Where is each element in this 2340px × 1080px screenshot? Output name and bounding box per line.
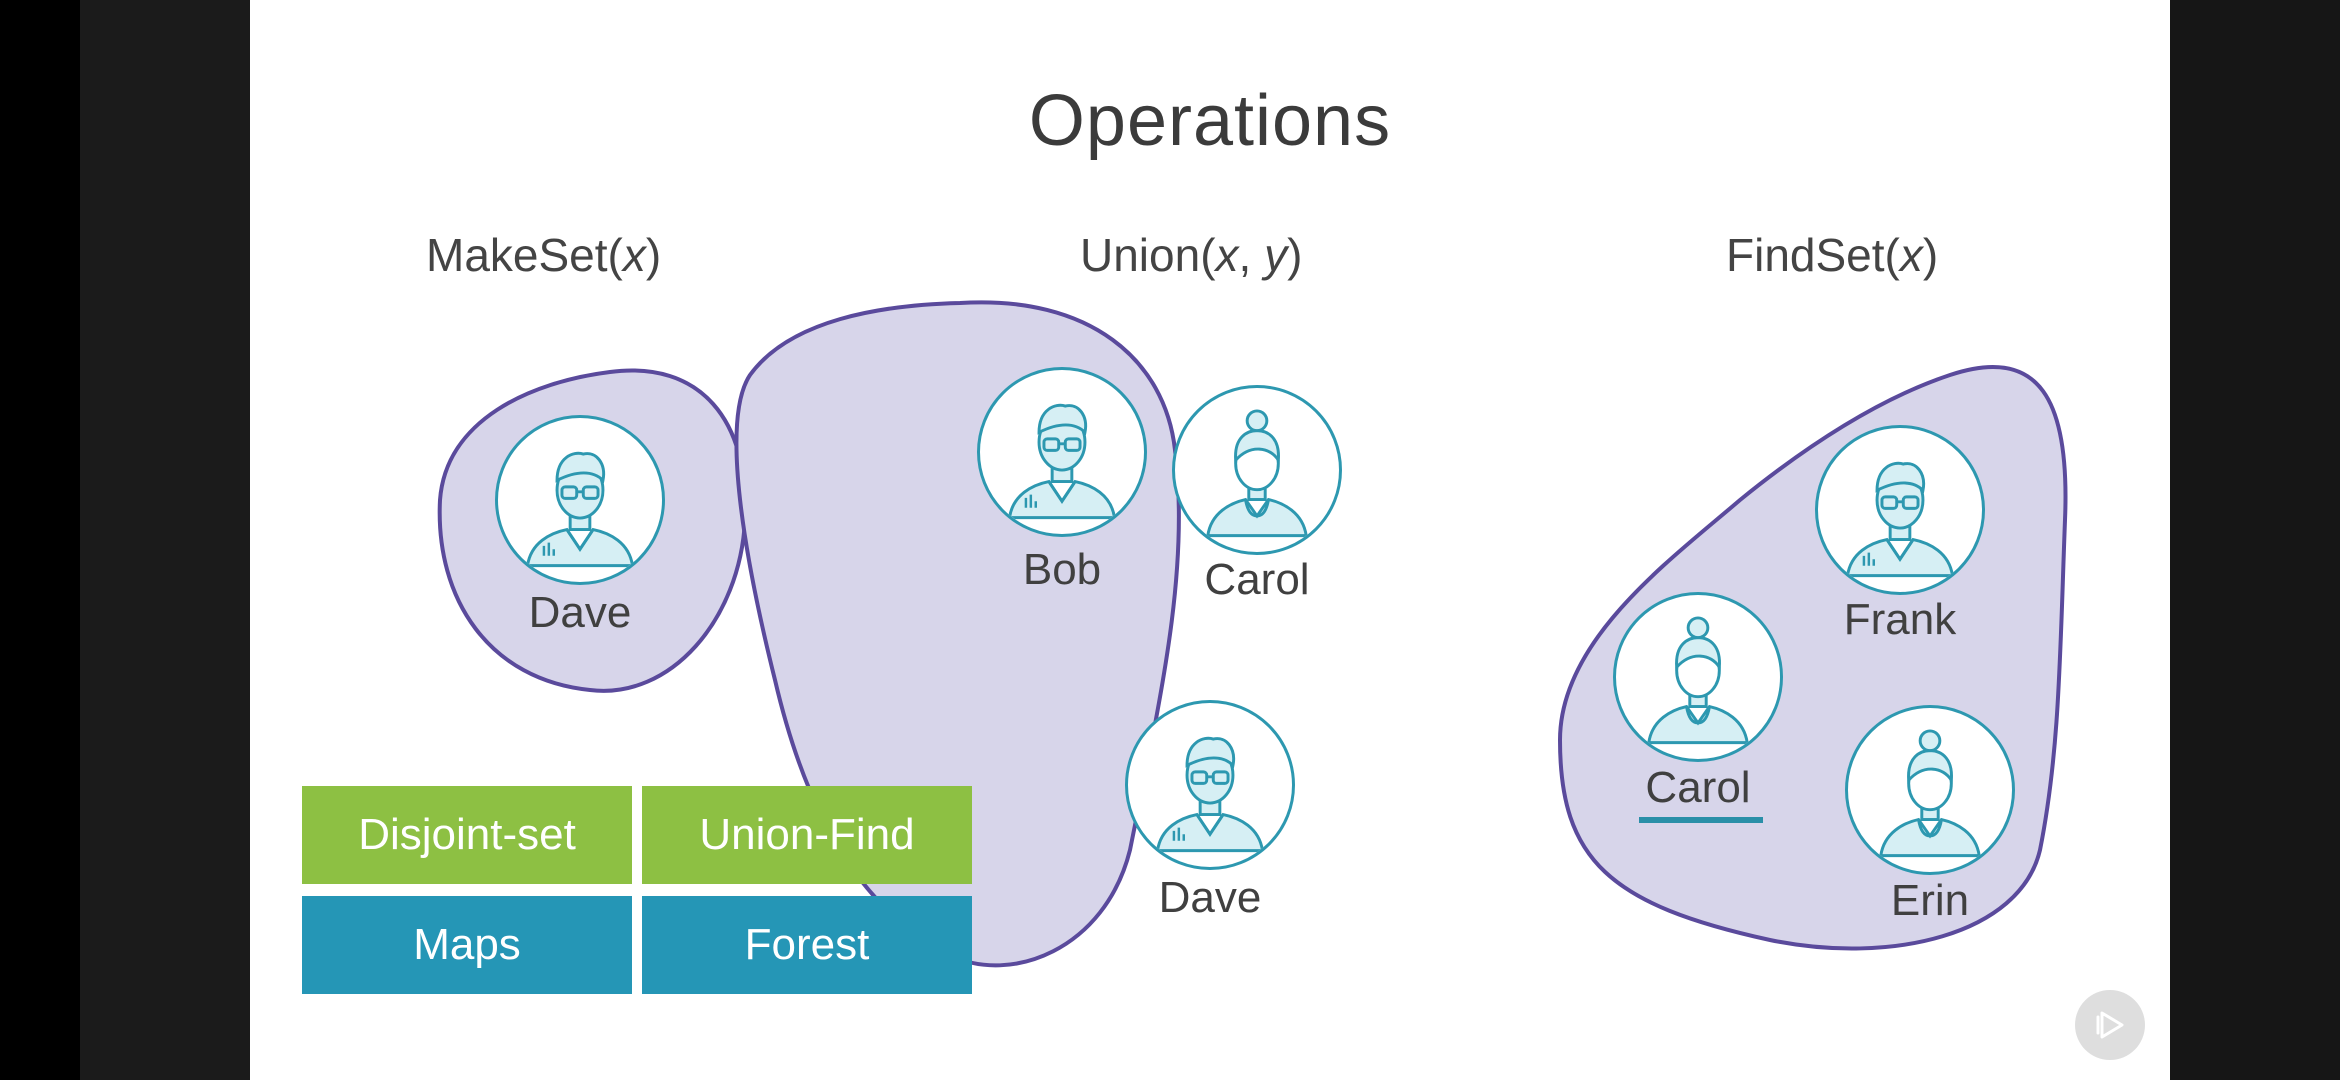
- right-letterbox: [2170, 0, 2340, 1080]
- findset-label: FindSet(x): [1726, 229, 1939, 281]
- findset-erin-avatar: [1845, 705, 2015, 875]
- man-with-glasses-icon: [1155, 736, 1265, 853]
- findset-frank-avatar: [1815, 425, 1985, 595]
- findset-carol-name: Carol: [1645, 763, 1751, 812]
- union-dave-name: Dave: [1158, 873, 1262, 922]
- play-button[interactable]: [2075, 990, 2145, 1060]
- woman-with-bun-icon: [1647, 616, 1749, 745]
- play-icon: [2096, 1011, 2124, 1039]
- union-bob-avatar: [977, 367, 1147, 537]
- union-carol-name: Carol: [1204, 555, 1310, 604]
- man-with-glasses-icon: [1007, 403, 1117, 520]
- findset-erin-name: Erin: [1890, 876, 1970, 925]
- makeset-label: MakeSet(x): [426, 229, 662, 281]
- tag-disjoint-set: Disjoint-set: [302, 786, 632, 884]
- woman-with-bun-icon: [1879, 729, 1981, 858]
- man-with-glasses-icon: [525, 451, 635, 568]
- man-with-glasses-icon: [1845, 461, 1955, 578]
- findset-carol-avatar: [1613, 592, 1783, 762]
- left-letterbox: [0, 0, 80, 1080]
- union-dave-avatar: [1125, 700, 1295, 870]
- tag-maps: Maps: [302, 896, 632, 994]
- tag-forest: Forest: [642, 896, 972, 994]
- union-label: Union(x, y): [1080, 229, 1303, 281]
- representative-underline: [1639, 817, 1763, 823]
- makeset-dave-name: Dave: [528, 588, 632, 637]
- makeset-dave-avatar: [495, 415, 665, 585]
- union-bob-name: Bob: [1022, 545, 1102, 594]
- findset-frank-name: Frank: [1843, 595, 1957, 644]
- tag-union-find: Union-Find: [642, 786, 972, 884]
- slide-title: Operations: [1028, 81, 1392, 161]
- woman-with-bun-icon: [1206, 409, 1308, 538]
- union-carol-avatar: [1172, 385, 1342, 555]
- slide: Operations MakeSet(x) Union(x, y) FindSe…: [250, 0, 2170, 1080]
